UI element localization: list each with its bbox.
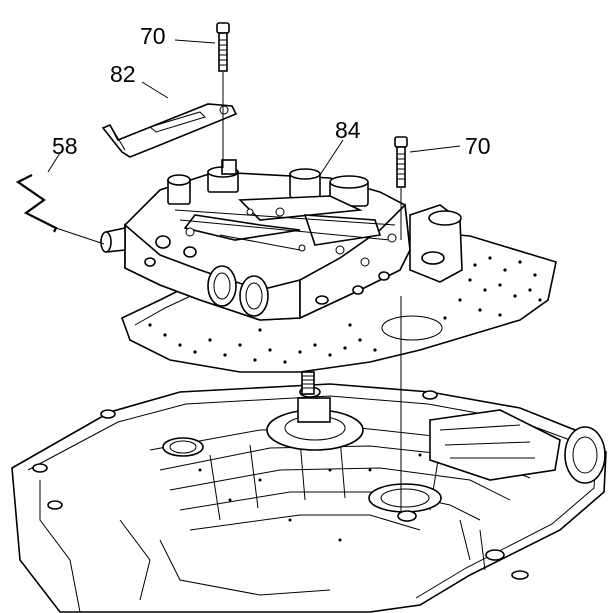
callout-82: 82 [110, 61, 136, 87]
manual-detent-bracket [101, 103, 238, 158]
leader-lines [47, 39, 461, 176]
transmission-case [11, 371, 607, 613]
gasket-holes [148, 253, 542, 364]
control-valve-body [100, 159, 463, 321]
callout-84: 84 [335, 117, 361, 143]
callout-58: 58 [52, 133, 78, 159]
alignment-lines [55, 72, 402, 512]
callout-70-top: 70 [140, 23, 166, 49]
bolt-right [394, 136, 408, 188]
callout-70-right: 70 [465, 133, 491, 159]
bolt-left [216, 22, 230, 72]
detent-spring [15, 174, 58, 233]
